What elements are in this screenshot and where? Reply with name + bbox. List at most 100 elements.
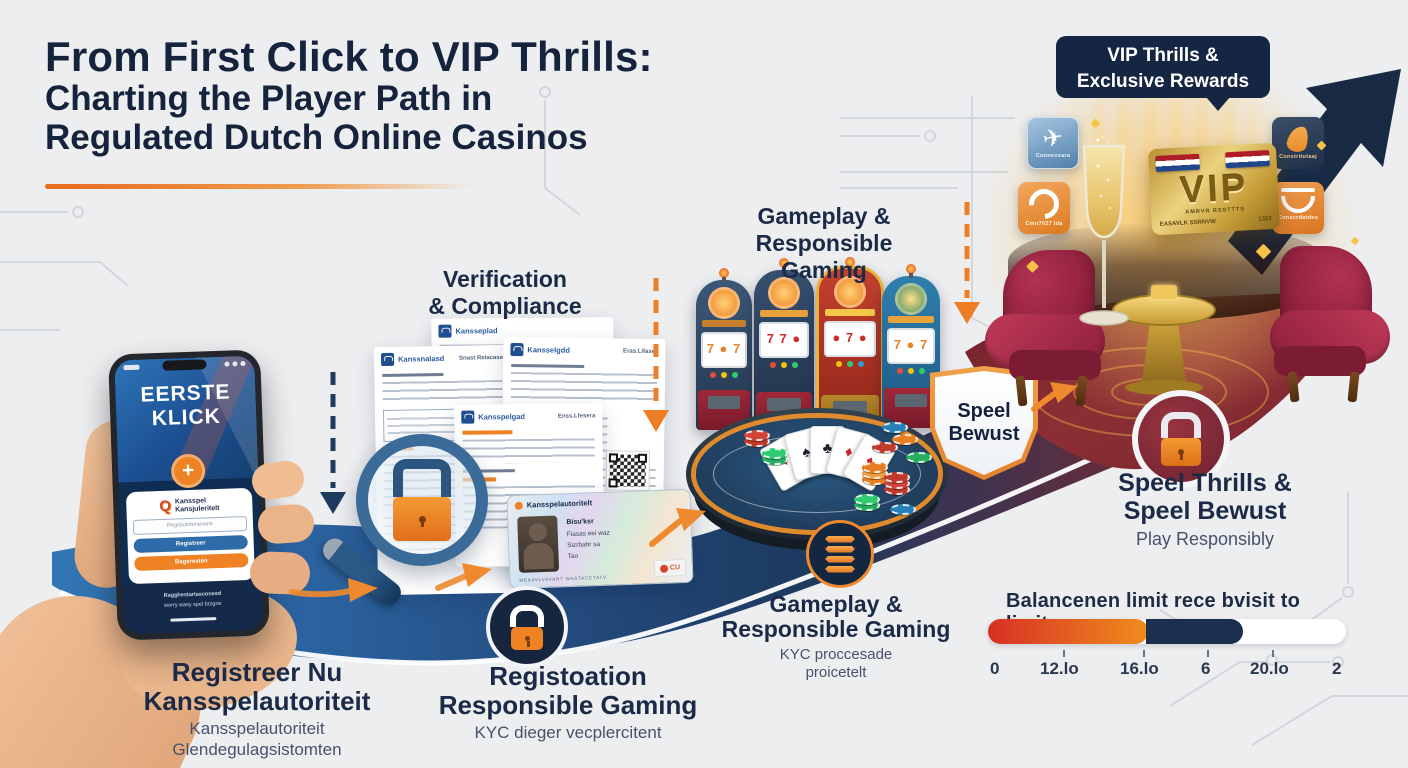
gameplay-heading-1: Gameplay & xyxy=(757,203,891,229)
slot-topper-light xyxy=(779,258,789,272)
magnifier-lens xyxy=(356,434,488,566)
gauge-label: 0 xyxy=(990,659,1000,678)
doc-right-title: Kansselgdd xyxy=(527,345,571,355)
slot-top-emblem xyxy=(895,283,927,315)
dining-bowl-icon xyxy=(1281,187,1315,213)
registration-step-label: Registoation Responsible Gaming KYC dieg… xyxy=(418,662,718,743)
registration-input: Registutritenerwne xyxy=(132,515,248,535)
slot-topper-light xyxy=(906,264,916,278)
lock-shackle-icon xyxy=(1161,412,1201,438)
vip-card-number: EASAVLK SSRNVW xyxy=(1159,218,1217,228)
slot-top-emblem xyxy=(708,287,740,319)
registration-title-1: Registoation xyxy=(489,661,647,691)
status-icons xyxy=(224,360,246,367)
vip-speech-bubble: VIP Thrills & Exclusive Rewards xyxy=(1056,36,1270,111)
vip-title-2: Speel Bewust xyxy=(1123,496,1287,525)
gauge-label: 2 xyxy=(1332,659,1342,678)
title-line3: Regulated Dutch Online Casinos xyxy=(45,117,588,157)
magnifier xyxy=(318,434,508,609)
premium-reward-tile: Constritutaaj xyxy=(1272,117,1324,169)
loyalty-ring-icon xyxy=(1022,182,1066,226)
doc-subhead xyxy=(382,372,444,378)
registration-lock-badge xyxy=(486,586,568,668)
tile-label: Constritutaaj xyxy=(1279,154,1317,160)
slot-topper-light xyxy=(845,257,855,271)
gameplay-sub-1: KYC proccesade xyxy=(779,645,893,663)
registration-card: Q Kansspel Kansjuleritelt Registutritene… xyxy=(125,487,255,585)
register-button: Registreer xyxy=(133,534,248,553)
id-logo-icon xyxy=(514,501,523,510)
verification-heading: Verification & Compliance xyxy=(398,266,612,320)
id-card-fields: Bisu'ksr Fiasas eei waz Sizrbahr sa Tao xyxy=(566,516,611,563)
gauge-tick xyxy=(1143,650,1145,657)
phone-notch xyxy=(162,359,207,371)
lock-shackle-icon xyxy=(393,459,451,497)
vip-card-code: 1323 xyxy=(1258,216,1272,223)
register-sub-1: Kansspelautoriteit xyxy=(189,719,325,739)
app-logo-text: Kansspel Kansjuleritelt xyxy=(175,497,220,514)
gameplay-title-2: Responsible Gaming xyxy=(721,616,951,643)
chip xyxy=(906,452,932,463)
gold-trophy-icon xyxy=(1151,285,1177,299)
phone-headline: EERSTE KLICK xyxy=(115,380,257,433)
id-card-title: Kansspelautoritelt xyxy=(526,498,593,510)
doc-front-tag: Enss.Lfesera xyxy=(557,412,596,420)
doc-logo-icon xyxy=(510,342,524,357)
register-sub-2: Glendegulagsistomten xyxy=(172,740,342,760)
vip-gold-card: VIP AMRVR RSSTTTS EASAVLK SSRNVW 1323 xyxy=(1147,142,1281,236)
gauge-label: 16.lo xyxy=(1120,659,1159,678)
gauge-label: 6 xyxy=(1201,659,1211,678)
doc-logo-icon xyxy=(380,352,395,367)
title-underline xyxy=(45,184,475,189)
chip xyxy=(744,430,770,441)
gauge-segment-navy xyxy=(1146,619,1243,644)
limits-gauge: 0 12.lo 16.lo 6 20.lo 2 xyxy=(988,619,1346,678)
continue-button: Bagsresten xyxy=(134,552,249,571)
doc-left-title: Kanssnalasd xyxy=(397,353,445,364)
lock-icon xyxy=(1161,438,1201,466)
id-field-2: Fiasas eei waz xyxy=(566,529,610,539)
title-line1: From First Click to VIP Thrills: xyxy=(45,33,653,80)
register-title-1: Registreer Nu xyxy=(171,657,343,687)
doc-left-tag: Snast Reiacase xyxy=(458,354,504,362)
dashed-arrow-navy xyxy=(320,372,346,514)
id-card: Kansspelautoritelt Bisu'ksr Fiasas eei w… xyxy=(506,488,694,590)
champagne-flute xyxy=(1079,136,1129,326)
slot-reel: 7 7 ● xyxy=(759,322,809,358)
gameplay-heading: Gameplay & Responsible Gaming xyxy=(710,203,938,284)
chips-stack-badge xyxy=(806,520,874,588)
doc-logo-icon xyxy=(461,410,475,424)
registration-title-2: Responsible Gaming xyxy=(438,689,698,720)
tile-label: Connexxara xyxy=(1035,153,1071,159)
doc-front-title: Kansspelgad xyxy=(478,412,526,422)
chip xyxy=(862,462,888,473)
chip xyxy=(762,448,788,459)
doc-right-tag: Eras.Lifases xyxy=(623,348,659,355)
tile-label: Cmn7027 Ida xyxy=(1025,221,1063,227)
verification-heading-2: & Compliance xyxy=(428,293,582,320)
id-card-chip-logo: CU xyxy=(653,559,687,578)
register-step-label: Registreer Nu Kansspelautoriteit Kansspe… xyxy=(112,658,402,761)
tile-label: Conscrdatdes xyxy=(1277,214,1319,221)
airplane-icon: ✈ xyxy=(1040,123,1066,154)
id-card-mrz: MEAAVLVAVANT WASTACETATV xyxy=(519,574,607,583)
register-title-2: Kansspelautoriteit xyxy=(143,685,371,716)
smartphone: EERSTE KLICK + Q Kansspel Kansjuleritelt… xyxy=(108,349,270,641)
hand-finger-3 xyxy=(249,550,311,596)
chip xyxy=(882,422,908,433)
chip xyxy=(892,434,918,445)
chip xyxy=(884,472,910,483)
app-logo-line2: Kansjuleritelt xyxy=(175,504,220,513)
gauge-label: 12.lo xyxy=(1040,659,1079,678)
phone-headline-2: KLICK xyxy=(151,404,222,431)
vip-armchair-right xyxy=(1238,246,1390,404)
slot-topper-light xyxy=(719,268,729,282)
shield-text-2: Bewust xyxy=(948,423,1020,445)
title-line2: Charting the Player Path in xyxy=(45,79,493,119)
slot-reel: ● 7 ● xyxy=(824,321,876,357)
gauge-tick xyxy=(1063,650,1065,657)
gauge-segment-warm xyxy=(988,619,1148,644)
add-account-icon: + xyxy=(170,453,206,489)
kansspel-logo-icon: Q xyxy=(159,497,172,516)
